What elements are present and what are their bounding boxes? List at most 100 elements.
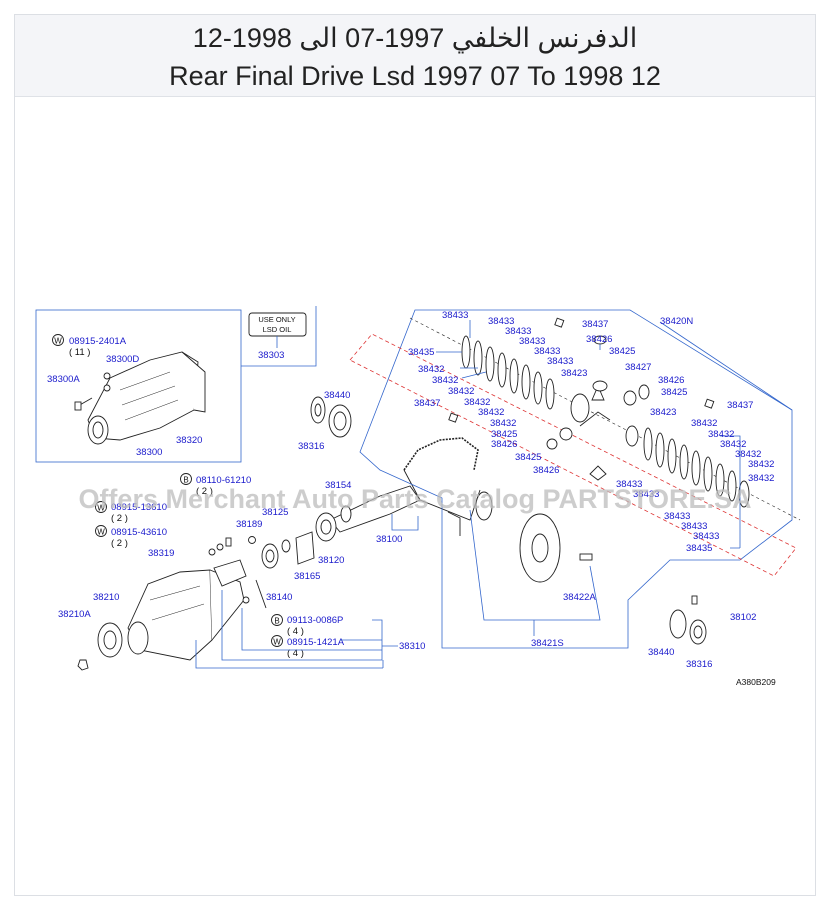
part-38154[interactable]: 38154 <box>325 480 351 491</box>
labels-38432[interactable]: 38432 38432 38432 38432 38432 38432 3843… <box>418 364 774 484</box>
part-38435-right[interactable]: 38435 <box>686 543 712 554</box>
svg-text:38432: 38432 <box>418 364 444 375</box>
svg-text:W: W <box>273 638 281 647</box>
part-38125[interactable]: 38125 <box>262 507 288 518</box>
case-38421S-drawing <box>475 491 561 583</box>
part-38425-a[interactable]: 38425 <box>609 346 635 357</box>
part-38300[interactable]: 38300 <box>136 447 162 458</box>
clutch-stack-right <box>625 425 750 508</box>
part-38300A[interactable]: 38300A <box>47 374 80 385</box>
front-housing-drawing <box>127 559 247 661</box>
part-38102[interactable]: 38102 <box>730 612 756 623</box>
shim-38125 <box>281 539 291 553</box>
svg-text:W: W <box>54 337 62 346</box>
svg-text:38432: 38432 <box>720 439 746 450</box>
svg-text:38433: 38433 <box>488 316 514 327</box>
part-08915-13610[interactable]: 08915-13610 <box>111 502 167 513</box>
svg-text:W: W <box>97 504 105 513</box>
svg-text:38432: 38432 <box>464 397 490 408</box>
part-38426-c[interactable]: 38426 <box>491 439 517 450</box>
part-38300D[interactable]: 38300D <box>106 354 139 365</box>
part-38140[interactable]: 38140 <box>266 592 292 603</box>
qty-4-a: ( 4 ) <box>287 626 304 637</box>
part-38165[interactable]: 38165 <box>294 571 320 582</box>
part-38319[interactable]: 38319 <box>148 548 174 559</box>
part-38425-b[interactable]: 38425 <box>661 387 687 398</box>
title-arabic: الدفرنس الخلفي 1997-07 الى 1998-12 <box>192 23 638 53</box>
part-38426-b[interactable]: 38426 <box>658 375 684 386</box>
qty-11: ( 11 ) <box>69 347 90 358</box>
part-38210[interactable]: 38210 <box>93 592 119 603</box>
part-38440-right[interactable]: 38440 <box>648 647 674 658</box>
part-38316-left[interactable]: 38316 <box>298 441 324 452</box>
part-38425-c[interactable]: 38425 <box>491 429 517 440</box>
diagram-code: A380B209 <box>736 677 776 687</box>
ring-gear-drawing <box>403 437 481 521</box>
bearing-38120-drawing <box>315 512 337 542</box>
qty-4-b: ( 4 ) <box>287 648 304 659</box>
badge-w-1 <box>52 334 64 346</box>
part-08110-61210[interactable]: 08110-61210 <box>196 475 251 486</box>
part-08915-43610[interactable]: 08915-43610 <box>111 527 167 538</box>
part-38425-d[interactable]: 38425 <box>515 452 541 463</box>
part-38310[interactable]: 38310 <box>399 641 425 652</box>
svg-text:38432: 38432 <box>478 407 504 418</box>
svg-text:38432: 38432 <box>708 429 734 440</box>
part-09113-0086P[interactable]: 09113-0086P <box>287 615 343 626</box>
part-38423-b[interactable]: 38423 <box>650 407 676 418</box>
bearing-38440-drawing <box>310 396 352 438</box>
part-38120[interactable]: 38120 <box>318 555 344 566</box>
oil-note-line2: LSD OIL <box>263 325 292 334</box>
part-38435-left[interactable]: 38435 <box>408 347 434 358</box>
part-38437-left[interactable]: 38437 <box>414 398 440 409</box>
badge-b-2 <box>271 614 283 626</box>
labels-38433[interactable]: 38433 38433 38433 38433 38433 38433 3843… <box>442 310 719 542</box>
flange-38210-drawing <box>97 622 123 658</box>
part-38437-right[interactable]: 38437 <box>727 400 753 411</box>
svg-text:38432: 38432 <box>735 449 761 460</box>
badge-w-2 <box>95 501 107 513</box>
part-38189[interactable]: 38189 <box>236 519 262 530</box>
inset-box <box>35 309 242 463</box>
part-38437-top[interactable]: 38437 <box>582 319 608 330</box>
svg-text:38432: 38432 <box>448 386 474 397</box>
spacer-38165-drawing <box>295 531 315 565</box>
watermark-text: Offers Merchant Auto Parts Catalog PARTS… <box>78 484 751 514</box>
badge-w-4 <box>271 635 283 647</box>
svg-text:38433: 38433 <box>616 479 642 490</box>
part-38427[interactable]: 38427 <box>625 362 651 373</box>
svg-text:38433: 38433 <box>442 310 468 321</box>
svg-text:W: W <box>97 528 105 537</box>
qty-2-b: ( 2 ) <box>111 513 128 524</box>
nut-38210A <box>77 659 89 671</box>
qty-2-a: ( 2 ) <box>196 486 213 497</box>
svg-text:38433: 38433 <box>505 326 531 337</box>
svg-text:38432: 38432 <box>432 375 458 386</box>
svg-text:38432: 38432 <box>490 418 516 429</box>
part-38303[interactable]: 38303 <box>258 350 284 361</box>
part-38421S[interactable]: 38421S <box>531 638 564 649</box>
part-38423-a[interactable]: 38423 <box>561 368 587 379</box>
qty-2-c: ( 2 ) <box>111 538 128 549</box>
part-08915-2401A[interactable]: 08915-2401A <box>69 336 127 347</box>
part-38426-d[interactable]: 38426 <box>533 465 559 476</box>
part-38100[interactable]: 38100 <box>376 534 402 545</box>
svg-text:38433: 38433 <box>633 489 659 500</box>
svg-text:38433: 38433 <box>534 346 560 357</box>
part-38422A[interactable]: 38422A <box>563 592 596 603</box>
part-38210A[interactable]: 38210A <box>58 609 91 620</box>
bearing-38140-drawing <box>261 543 279 569</box>
svg-text:38432: 38432 <box>748 473 774 484</box>
pinion-shaft-drawing <box>329 485 421 533</box>
part-08915-1421A[interactable]: 08915-1421A <box>287 637 345 648</box>
bearing-right-drawing <box>669 595 707 645</box>
part-38440-left[interactable]: 38440 <box>324 390 350 401</box>
part-38420N[interactable]: 38420N <box>660 316 693 327</box>
svg-text:38432: 38432 <box>748 459 774 470</box>
svg-text:B: B <box>274 617 279 626</box>
svg-text:38433: 38433 <box>693 531 719 542</box>
part-38316-right[interactable]: 38316 <box>686 659 712 670</box>
part-38426-a[interactable]: 38426 <box>586 334 612 345</box>
part-38320[interactable]: 38320 <box>176 435 202 446</box>
bolts-lower-drawing <box>242 579 267 609</box>
